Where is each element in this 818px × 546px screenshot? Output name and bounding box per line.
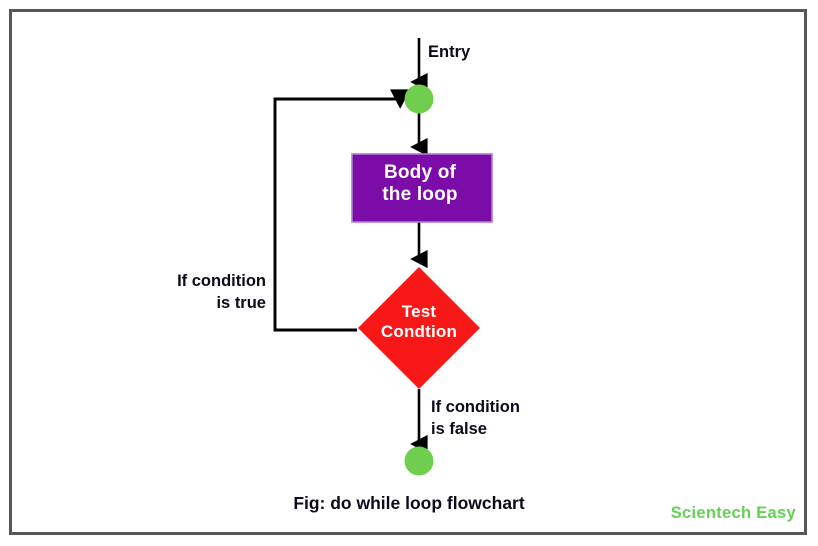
test-condition-node xyxy=(358,267,480,389)
figure-caption: Fig: do while loop flowchart xyxy=(293,493,525,513)
true-branch-label: If condition is true xyxy=(138,270,266,315)
entry-label: Entry xyxy=(428,43,471,61)
true-branch-label-line-1: If condition xyxy=(177,272,266,290)
loop-body-node xyxy=(351,153,493,223)
false-branch-label-line-1: If condition xyxy=(431,398,520,416)
exit-terminal-node xyxy=(404,446,434,476)
entry-terminal-node xyxy=(404,84,434,114)
true-feedback-loop-path xyxy=(273,89,411,332)
true-branch-label-line-2: is true xyxy=(216,294,266,313)
watermark-logo: Scientech Easy xyxy=(670,504,796,522)
false-branch-label-line-2: is false xyxy=(431,420,487,439)
false-branch-label: If condition is false xyxy=(431,396,571,441)
